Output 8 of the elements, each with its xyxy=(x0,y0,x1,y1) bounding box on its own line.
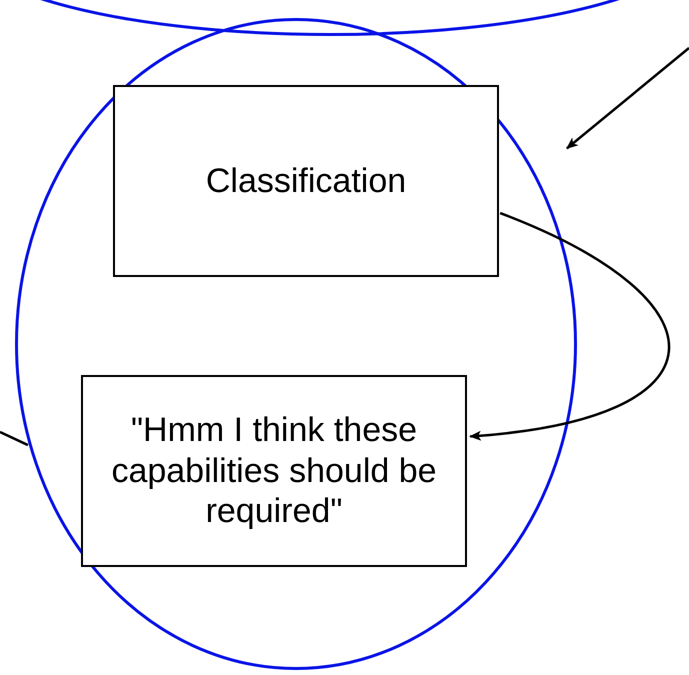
ellipse-outline xyxy=(15,18,577,670)
arrow xyxy=(469,212,670,440)
text-box xyxy=(113,85,499,277)
text-box xyxy=(81,375,467,567)
arrow xyxy=(566,47,689,150)
box-text: "Hmm I think these capabilities should be required" xyxy=(110,410,438,532)
connector-line xyxy=(0,430,28,446)
box-text: Classification xyxy=(206,160,406,202)
